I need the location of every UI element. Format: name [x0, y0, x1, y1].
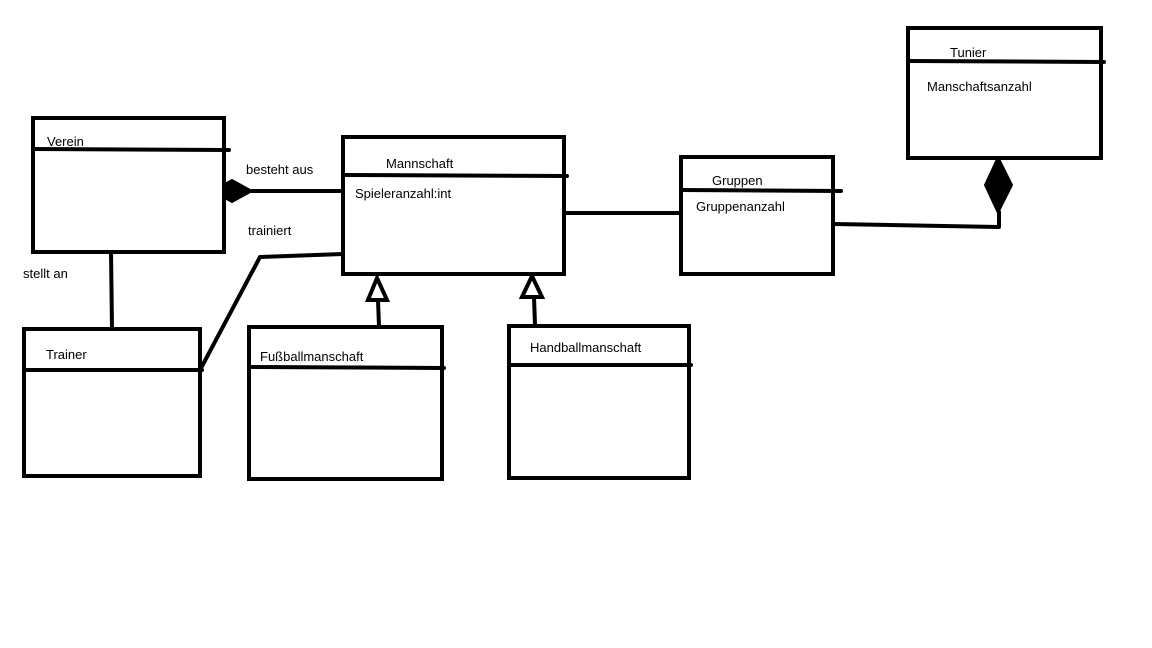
class-name-handballmannschaft: Handballmanschaft: [530, 340, 642, 355]
generalization-line-fussball: [376, 298, 381, 328]
generalization-arrow-handball: [518, 271, 546, 299]
class-name-mannschaft: Mannschaft: [386, 156, 454, 171]
class-fussballmannschaft: Fußballmanschaft: [247, 325, 446, 481]
association-line-verein-trainer: [109, 250, 114, 330]
class-trainer: Trainer: [22, 327, 204, 478]
relation-label-stellt-an: stellt an: [23, 266, 68, 281]
relation-label-besteht-aus: besteht aus: [246, 162, 314, 177]
class-verein: Verein: [31, 116, 231, 254]
class-gruppen: Gruppen Gruppenanzahl: [679, 155, 843, 276]
class-attribute-tunier: Manschaftsanzahl: [927, 79, 1032, 94]
class-name-gruppen: Gruppen: [712, 173, 763, 188]
composition-diamond-tunier: [983, 154, 1014, 216]
class-name-trainer: Trainer: [46, 347, 87, 362]
class-attribute-mannschaft: Spieleranzahl:int: [355, 186, 452, 201]
generalization-arrow-fussball: [365, 272, 391, 302]
class-attribute-gruppen: Gruppenanzahl: [696, 199, 785, 214]
class-name-fussballmannschaft: Fußballmanschaft: [260, 349, 364, 364]
class-tunier: Tunier Manschaftsanzahl: [906, 26, 1106, 160]
class-name-tunier: Tunier: [950, 45, 987, 60]
class-handballmannschaft: Handballmanschaft: [507, 324, 693, 480]
association-line-trainer-mannschaft: [198, 252, 345, 372]
generalization-line-handball: [532, 295, 537, 327]
class-mannschaft: Mannschaft Spieleranzahl:int: [341, 135, 569, 276]
relation-label-trainiert: trainiert: [248, 223, 292, 238]
composition-line-gruppen-tunier: [832, 210, 1001, 229]
class-name-verein: Verein: [47, 134, 84, 149]
